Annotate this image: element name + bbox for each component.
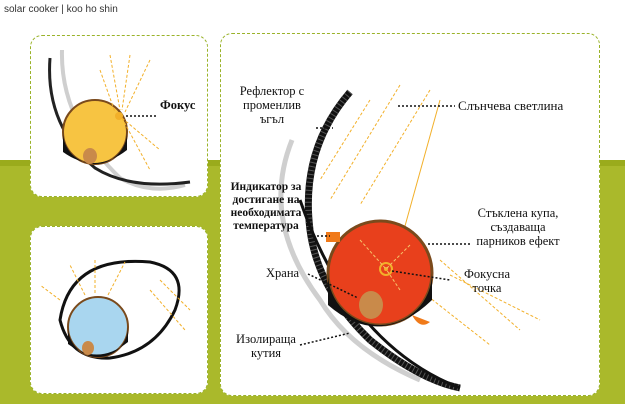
label-insulated-box: Изолираща кутия — [226, 332, 306, 360]
egg-icon — [359, 291, 383, 319]
label-focal-point-line2: точка — [472, 281, 502, 295]
label-glass-dome-line1: Стъклена купа, — [477, 206, 559, 220]
label-reflector-line1: Рефлектор с — [239, 84, 305, 98]
label-focus-small: Фокус — [160, 98, 196, 112]
egg-icon — [83, 148, 97, 164]
label-insulated-box-line1: Изолираща — [236, 332, 296, 346]
dome-small-blue — [67, 296, 129, 358]
label-indicator-line1: Индикатор за — [230, 181, 302, 193]
label-glass-dome: Стъклена купа, създаваща парников ефект — [462, 206, 574, 248]
header-title: solar cooker | koo ho shin — [4, 4, 118, 15]
label-reflector-line2: променлив — [243, 98, 301, 112]
label-indicator: Индикатор за достигане на необходимата т… — [218, 181, 314, 233]
egg-icon — [82, 341, 94, 355]
label-reflector-line3: ъгъл — [259, 112, 285, 126]
label-insulated-box-line2: кутия — [250, 346, 282, 360]
panel1-artwork — [48, 49, 191, 191]
temperature-indicator — [326, 232, 340, 242]
label-glass-dome-line2: създаваща — [490, 220, 546, 234]
label-indicator-line3: необходимата — [230, 207, 302, 219]
reflector-small — [48, 57, 191, 186]
focus-point-icon — [115, 112, 123, 120]
label-indicator-line4: температура — [233, 220, 299, 232]
label-sunlight: Слънчева светлина — [458, 98, 564, 113]
panel3-artwork — [278, 84, 541, 392]
panel2-artwork — [39, 258, 191, 360]
focus-point-icon — [379, 262, 393, 276]
label-indicator-line2: достигане на — [232, 194, 300, 206]
label-focal-point: Фокусна точка — [452, 267, 522, 295]
label-glass-dome-line3: парников ефект — [476, 234, 560, 248]
label-focal-point-line1: Фокусна — [463, 267, 511, 281]
label-food: Храна — [266, 266, 300, 280]
label-reflector: Рефлектор с променлив ъгъл — [220, 84, 324, 126]
